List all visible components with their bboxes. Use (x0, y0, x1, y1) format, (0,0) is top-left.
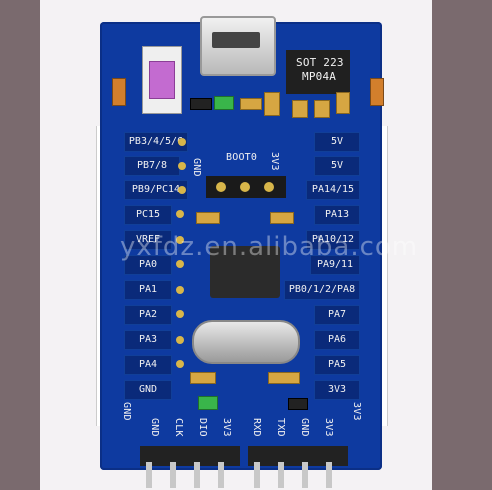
left-pin-label-10: GND (124, 380, 172, 400)
bottom-left-header (140, 446, 240, 466)
pin-pad (176, 286, 184, 294)
corner-label-gnd: GND (121, 402, 132, 421)
bottom-left-label-0: GND (149, 418, 160, 437)
capacitor (196, 212, 220, 224)
capacitor (292, 100, 308, 118)
bottom-right-pin-legs (254, 462, 342, 488)
bottom-right-header (248, 446, 348, 466)
pin (264, 182, 274, 192)
pin-pad (178, 138, 186, 146)
capacitor (336, 92, 350, 114)
resistor (190, 98, 212, 110)
capacitor (268, 372, 300, 384)
left-pin-label-4: VREF (124, 230, 172, 250)
right-pin-label-9: PA5 (314, 355, 360, 375)
capacitor (112, 78, 126, 106)
top-header-3v3: 3V3 (269, 152, 280, 171)
regulator-label-1: SOT 223 (296, 56, 344, 69)
regulator-label-2: MP04A (302, 70, 337, 83)
led-green (214, 96, 234, 110)
bottom-left-label-1: CLK (173, 418, 184, 437)
left-pin-label-3: PC15 (124, 205, 172, 225)
bottom-right-label-2: GND (299, 418, 310, 437)
crystal-oscillator (192, 320, 300, 364)
watermark: yxfdz.en.alibaba.com (120, 232, 419, 262)
right-pin-label-7: PA7 (314, 305, 360, 325)
micro-usb-connector (200, 16, 276, 76)
left-pin-label-2: PB9/PC14 (124, 180, 188, 200)
bottom-right-label-3: 3V3 (323, 418, 334, 437)
pin-pad (176, 260, 184, 268)
voltage-regulator (286, 50, 350, 94)
pin-pad (178, 162, 186, 170)
top-header-gnd: GND (191, 158, 202, 177)
pin-pad (176, 210, 184, 218)
left-pin-label-5: PA0 (124, 255, 172, 275)
resistor (288, 398, 308, 410)
right-pin-label-0: 5V (314, 132, 360, 152)
bottom-left-label-3: 3V3 (221, 418, 232, 437)
pin-pad (176, 360, 184, 368)
pin-pad (178, 186, 186, 194)
right-pin-label-2: PA14/15 (306, 180, 360, 200)
pin (240, 182, 250, 192)
pin (216, 182, 226, 192)
pin-pad (176, 236, 184, 244)
left-pin-label-0: PB3/4/5/6 (124, 132, 188, 152)
capacitor (370, 78, 384, 106)
pin-pad (176, 310, 184, 318)
left-pin-label-8: PA3 (124, 330, 172, 350)
left-pin-label-9: PA4 (124, 355, 172, 375)
top-header-boot: BOOT0 (226, 152, 258, 163)
capacitor (270, 212, 294, 224)
left-pin-label-1: PB7/8 (124, 156, 180, 176)
bottom-left-label-2: DIO (197, 418, 208, 437)
corner-label-3v3: 3V3 (351, 402, 362, 421)
capacitor (264, 92, 280, 116)
right-pin-label-8: PA6 (314, 330, 360, 350)
left-pin-label-7: PA2 (124, 305, 172, 325)
right-pin-label-4: PA10/12 (306, 230, 360, 250)
led-green (198, 396, 218, 410)
capacitor (314, 100, 330, 118)
bottom-left-pin-legs (146, 462, 234, 488)
right-pin-label-6: PB0/1/2/PA8 (284, 280, 360, 300)
capacitor (240, 98, 262, 110)
boot-switch (142, 46, 182, 114)
right-pin-label-10: 3V3 (314, 380, 360, 400)
microcontroller-chip (210, 246, 280, 298)
right-pin-label-3: PA13 (314, 205, 360, 225)
bottom-right-label-0: RXD (251, 418, 262, 437)
pin-pad (176, 336, 184, 344)
right-pin-label-5: PA9/11 (310, 255, 360, 275)
left-pin-label-6: PA1 (124, 280, 172, 300)
capacitor (190, 372, 216, 384)
right-pin-label-1: 5V (314, 156, 360, 176)
bottom-right-label-1: TXD (275, 418, 286, 437)
